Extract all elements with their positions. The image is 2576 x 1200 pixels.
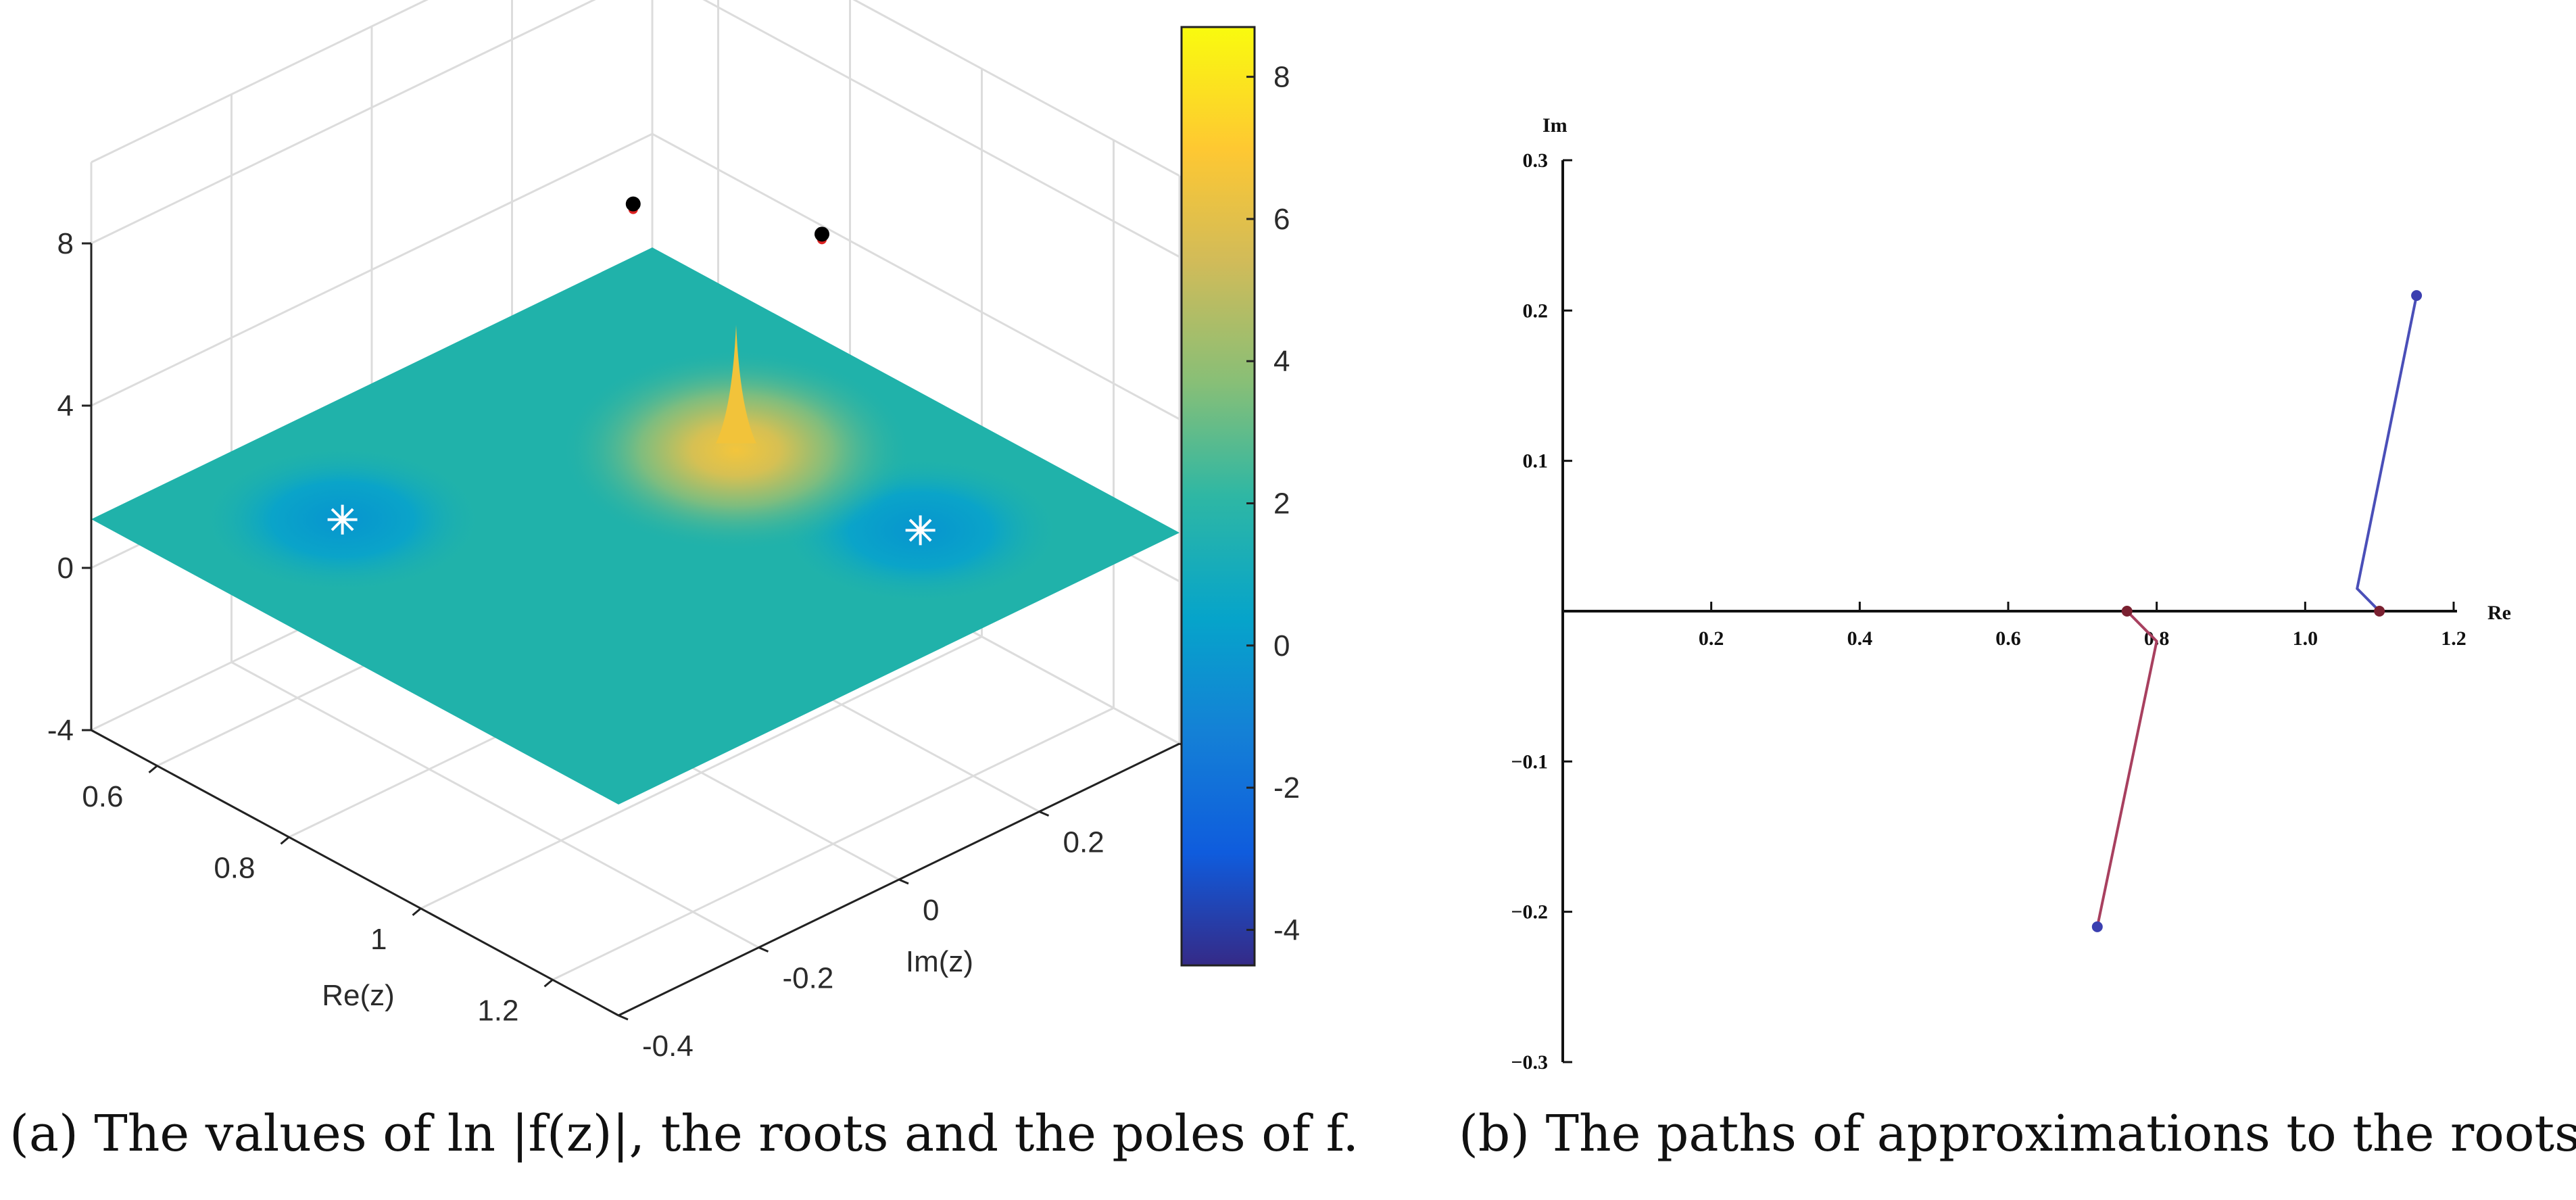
- surface-plot: 0.60.811.2-0.4-0.200.20.4-4048Re(z)Im(z)…: [47, 0, 1300, 1063]
- colorbar-tick-label: 6: [1273, 203, 1290, 236]
- grid-line: [91, 0, 1180, 177]
- y-tick: [1038, 811, 1050, 817]
- root-path-line: [2356, 295, 2419, 613]
- z-tick-label: -4: [47, 714, 74, 747]
- x-tick: [148, 765, 158, 773]
- pole-marker: [815, 226, 829, 242]
- y-axis-label: Im: [1542, 114, 1568, 137]
- x-tick-label: 0.4: [1847, 627, 1873, 650]
- z-tick-label: 8: [57, 227, 74, 260]
- y-tick-label: 0.3: [1523, 149, 1549, 172]
- colorbar-tick-label: -2: [1273, 771, 1300, 805]
- x-tick-label: 0.2: [1699, 627, 1724, 650]
- caption-a: (a) The values of ln |f(z)|, the roots a…: [9, 1105, 1359, 1163]
- x-tick: [543, 979, 554, 988]
- x-tick-label: 1.2: [2441, 627, 2466, 650]
- y-tick: [758, 946, 769, 953]
- x-tick-label: 1.2: [477, 994, 518, 1027]
- x-tick-label: 1.0: [2293, 627, 2318, 650]
- z-tick-label: 4: [57, 389, 74, 423]
- x-axis-line: [91, 729, 619, 1017]
- end-point: [2121, 606, 2133, 617]
- root-path-line: [2095, 610, 2158, 928]
- x-tick-label: 0.8: [214, 851, 255, 884]
- grid-line: [230, 661, 760, 949]
- surface-spike: [716, 325, 756, 443]
- x-tick: [412, 907, 422, 916]
- colorbar-tick-label: 8: [1273, 61, 1290, 94]
- x-tick: [280, 836, 290, 845]
- y-tick: [898, 878, 909, 885]
- start-point: [2411, 290, 2423, 302]
- x-axis-label: Re: [2487, 602, 2511, 624]
- x-tick-label: 0.6: [1995, 627, 2021, 650]
- y-tick-label: 0.2: [1063, 826, 1104, 859]
- colorbar-tick-label: 2: [1273, 487, 1290, 521]
- grid-line: [91, 0, 1180, 258]
- caption-b: (b) The paths of approximations to the r…: [1459, 1105, 2576, 1163]
- y-tick-label: 0.2: [1523, 299, 1549, 322]
- start-point: [2091, 921, 2103, 932]
- root-marker: [331, 508, 354, 531]
- y-tick-label: −0.1: [1511, 750, 1548, 773]
- y-tick-label: -0.2: [783, 962, 834, 995]
- root-marker: [908, 519, 932, 542]
- y-tick: [618, 1014, 629, 1021]
- y-tick-label: -0.4: [642, 1030, 694, 1063]
- x-axis-label: Re(z): [322, 979, 395, 1012]
- end-point: [2374, 606, 2385, 617]
- x-tick-label: 1: [370, 923, 387, 956]
- x-tick-label: 0.6: [82, 780, 123, 813]
- surface-hump: [560, 348, 912, 552]
- y-tick-label: 0: [923, 894, 939, 927]
- y-tick-label: −0.2: [1511, 901, 1548, 923]
- colorbar-tick-label: 0: [1273, 629, 1290, 663]
- colorbar: [1180, 26, 1256, 967]
- pole-marker: [625, 196, 641, 212]
- y-axis-label: Im(z): [906, 945, 973, 978]
- z-tick-label: 0: [57, 552, 74, 585]
- grid-line: [91, 133, 1180, 421]
- y-tick-label: −0.3: [1511, 1051, 1548, 1074]
- colorbar-tick-label: 4: [1273, 345, 1290, 378]
- colorbar-tick-label: -4: [1273, 913, 1300, 946]
- y-tick-label: 0.1: [1523, 450, 1549, 473]
